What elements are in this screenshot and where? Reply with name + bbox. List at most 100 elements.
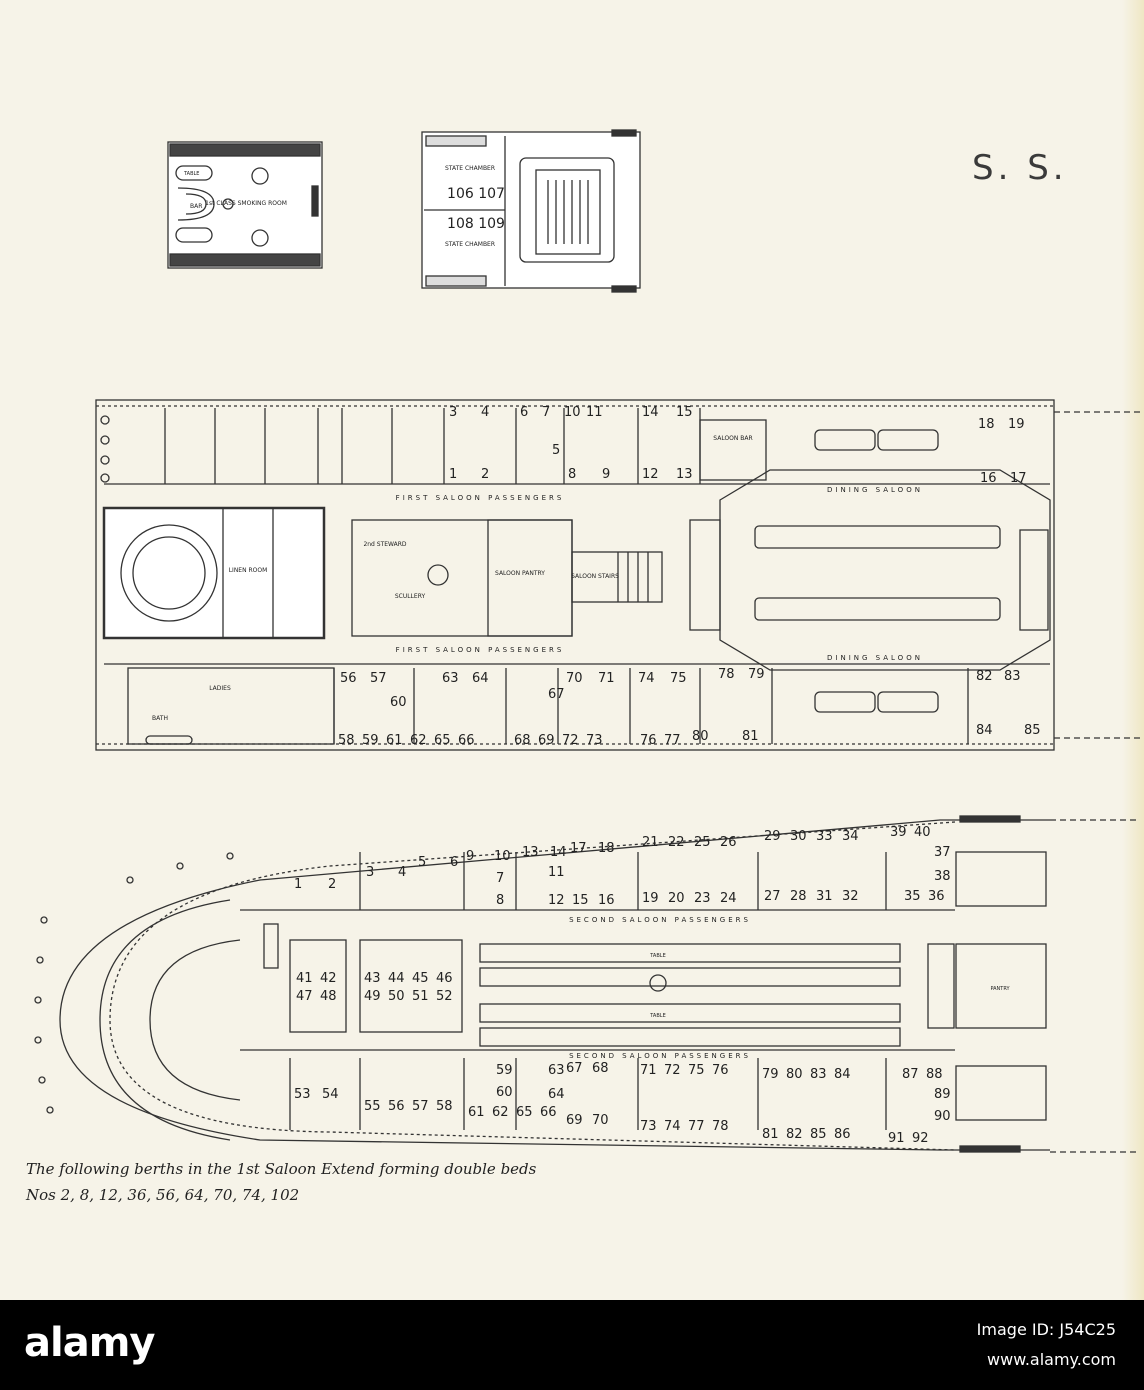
plan-page: 1st CLASS SMOKING ROOM BAR TABLE STATE C… [0, 0, 1144, 1300]
steward-label: 2nd STEWARD [363, 541, 406, 548]
berth-number: 86 [834, 1127, 851, 1142]
berth-number: 25 [694, 835, 711, 850]
berth-number: 70 [592, 1113, 609, 1128]
berth-number: 22 [668, 835, 685, 850]
berth-number: 79 [762, 1067, 779, 1082]
berth-number: 26 [720, 835, 737, 850]
berth-number: 60 [496, 1085, 513, 1100]
berth-number: 77 [688, 1119, 705, 1134]
berth-number: 5 [418, 855, 426, 870]
berth-number: 15 [572, 893, 589, 908]
berth-number: 83 [1004, 669, 1021, 684]
berth-number: 74 [638, 671, 655, 686]
berth-number: 90 [934, 1109, 951, 1124]
berth-number: 59 [496, 1063, 513, 1078]
stairs-label: SALOON STAIRS [571, 573, 619, 580]
berth-number: 64 [472, 671, 489, 686]
berth-number: 82 [976, 669, 993, 684]
berth-number: 3 [449, 405, 457, 420]
berth-number: 21 [642, 835, 659, 850]
berth-number: 1 [449, 467, 457, 482]
berths-numbers-caption: Nos 2, 8, 12, 36, 56, 64, 70, 74, 102 [26, 1186, 300, 1204]
berth-number: 30 [790, 829, 807, 844]
berth-number: 81 [762, 1127, 779, 1142]
berth-number: 70 [566, 671, 583, 686]
berth-number: 82 [786, 1127, 803, 1142]
berth-number: 87 [902, 1067, 919, 1082]
berth-number: 48 [320, 989, 337, 1004]
berth-number: 57 [412, 1099, 429, 1114]
berth-number: 54 [322, 1087, 339, 1102]
berth-number: 13 [676, 467, 693, 482]
berth-number: 7 [542, 405, 550, 420]
berth-number: 23 [694, 891, 711, 906]
pantry-label: SALOON PANTRY [495, 570, 545, 577]
berth-number: 12 [548, 893, 565, 908]
berth-number: 49 [364, 989, 381, 1004]
berth-number: 8 [568, 467, 576, 482]
berth-number: 66 [540, 1105, 557, 1120]
berth-number: 45 [412, 971, 429, 986]
berth-number: 65 [516, 1105, 533, 1120]
berth-number: 92 [912, 1131, 929, 1146]
berth-number: 19 [1008, 417, 1025, 432]
berth-number: 18 [598, 841, 615, 856]
berth-number: 43 [364, 971, 381, 986]
berth-number: 14 [642, 405, 659, 420]
berth-number: 13 [522, 845, 539, 860]
berth-number: 91 [888, 1131, 905, 1146]
berth-number: 62 [410, 733, 427, 748]
state-chamber-bottom: STATE CHAMBER [445, 241, 495, 248]
berth-number: 88 [926, 1067, 943, 1082]
first-dining-bottom: DINING SALOON [827, 654, 923, 662]
berth-number: 74 [664, 1119, 681, 1134]
site-url: www.alamy.com [987, 1350, 1116, 1369]
berth-number: 31 [816, 889, 833, 904]
second-pantry-label: PANTRY [990, 986, 1010, 992]
berth-number: 15 [676, 405, 693, 420]
berth-number: 59 [362, 733, 379, 748]
berth-number: 50 [388, 989, 405, 1004]
berth-number: 36 [928, 889, 945, 904]
berth-number: 10 [564, 405, 581, 420]
berths-108-109: 108 109 [447, 216, 505, 232]
berth-number: 32 [842, 889, 859, 904]
berth-number: 58 [338, 733, 355, 748]
berth-number: 10 [494, 849, 511, 864]
berth-number: 17 [1010, 471, 1027, 486]
berth-number: 67 [566, 1061, 583, 1076]
berth-number: 71 [598, 671, 615, 686]
berth-number: 67 [548, 687, 565, 702]
berth-number: 35 [904, 889, 921, 904]
berth-number: 2 [481, 467, 489, 482]
berth-number: 61 [386, 733, 403, 748]
berth-number: 60 [390, 695, 407, 710]
watermark-bar: alamy Image ID: J54C25 www.alamy.com [0, 1300, 1144, 1390]
berth-number: 89 [934, 1087, 951, 1102]
berth-number: 80 [786, 1067, 803, 1082]
berth-number: 80 [692, 729, 709, 744]
berth-number: 44 [388, 971, 405, 986]
second-table-top: TABLE [649, 953, 665, 959]
berth-number: 51 [412, 989, 429, 1004]
image-id: Image ID: J54C25 [976, 1320, 1116, 1339]
berth-number: 72 [562, 733, 579, 748]
berth-number: 64 [548, 1087, 565, 1102]
berth-number: 71 [640, 1063, 657, 1078]
second-corridor-top: SECOND SALOON PASSENGERS [569, 916, 751, 924]
berth-number: 76 [640, 733, 657, 748]
berth-number: 81 [742, 729, 759, 744]
berth-number: 16 [980, 471, 997, 486]
berth-number: 9 [602, 467, 610, 482]
berth-number: 69 [538, 733, 555, 748]
berth-number: 79 [748, 667, 765, 682]
berth-number: 73 [640, 1119, 657, 1134]
berth-number: 84 [976, 723, 993, 738]
berth-number: 20 [668, 891, 685, 906]
first-corridor-top: FIRST SALOON PASSENGERS [396, 494, 565, 502]
berth-number: 34 [842, 829, 859, 844]
